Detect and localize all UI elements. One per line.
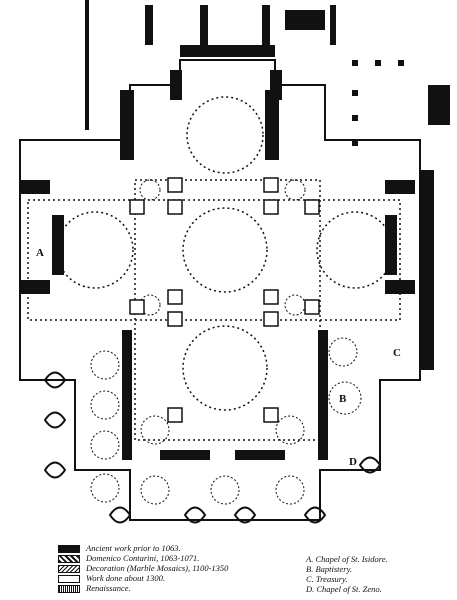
cloister-pillar — [352, 115, 358, 121]
narthex-dome — [90, 390, 120, 420]
wall-block — [385, 280, 415, 294]
legend-label: Domenico Contarini, 1063-1071. — [86, 553, 200, 563]
pier — [167, 311, 183, 327]
tower-wall — [330, 5, 336, 45]
wall-block — [420, 170, 434, 370]
pier — [167, 177, 183, 193]
wall-block — [52, 215, 64, 275]
legend-label: Decoration (Marble Mosaics), 1100-1350 — [86, 563, 229, 573]
legend-row-ancient: Ancient work prior to 1063. — [58, 543, 298, 554]
pier — [304, 199, 320, 215]
wall-block — [20, 180, 50, 194]
stair-block — [285, 10, 325, 30]
legend-row-renaissance: Renaissance. — [58, 583, 298, 594]
wall-block — [122, 330, 132, 460]
facade-ornament — [43, 411, 67, 429]
legend-row-decoration: Decoration (Marble Mosaics), 1100-1350 — [58, 563, 298, 574]
legend-swatch — [58, 545, 80, 553]
narthex-dome — [90, 350, 120, 380]
facade-ornament — [233, 506, 257, 524]
legend: Ancient work prior to 1063. Domenico Con… — [58, 543, 453, 598]
pier — [167, 407, 183, 423]
tower-wall — [85, 0, 89, 130]
dome-nave — [182, 325, 268, 411]
marker-c: C — [393, 347, 401, 359]
wall-block — [20, 280, 50, 294]
dome-apse — [186, 96, 264, 174]
wall-block — [265, 90, 279, 160]
facade-ornament — [108, 506, 132, 524]
narthex-dome — [275, 475, 305, 505]
cloister-pillar — [352, 140, 358, 146]
wall-block — [385, 180, 415, 194]
legend-swatch — [58, 555, 80, 563]
tower-wall — [262, 5, 270, 45]
cloister-pillar — [352, 60, 358, 66]
cloister-pillar — [398, 60, 404, 66]
narthex-dome — [90, 473, 120, 503]
marker-b: B — [339, 393, 347, 405]
dome-left — [56, 211, 134, 289]
aisle-dome — [139, 294, 161, 316]
narthex-dome — [140, 475, 170, 505]
cloister-pillar — [375, 60, 381, 66]
key-d: D. Chapel of St. Zeno. — [306, 584, 382, 594]
facade-ornament — [183, 506, 207, 524]
wall-block — [385, 215, 397, 275]
transept-outline — [27, 199, 401, 321]
pier — [263, 407, 279, 423]
cloister-pillar — [352, 90, 358, 96]
wall-block — [270, 70, 282, 100]
legend-label: Renaissance. — [86, 583, 131, 593]
pier — [263, 311, 279, 327]
key-a: A. Chapel of St. Isidore. — [306, 554, 388, 564]
narthex-dome — [90, 430, 120, 460]
wall-block — [160, 450, 210, 460]
outer-wall — [19, 59, 421, 521]
facade-ornament — [43, 371, 67, 389]
aisle-dome — [284, 294, 306, 316]
legend-label: Work done about 1300. — [86, 573, 166, 583]
legend-label: Ancient work prior to 1063. — [86, 543, 181, 553]
stair-block — [428, 85, 450, 125]
dome-central — [182, 207, 268, 293]
baptistery-dome — [328, 381, 362, 415]
facade-ornament — [358, 456, 382, 474]
tower-wall — [200, 5, 208, 45]
facade-ornament — [43, 461, 67, 479]
aisle-dome — [139, 179, 161, 201]
marker-d: D — [349, 456, 357, 468]
legend-swatch — [58, 585, 80, 593]
pier — [167, 199, 183, 215]
wall-block — [120, 90, 134, 160]
pier — [263, 289, 279, 305]
pier — [129, 299, 145, 315]
aisle-dome — [284, 179, 306, 201]
wall-block — [235, 450, 285, 460]
pier — [129, 199, 145, 215]
pier — [263, 199, 279, 215]
narthex-dome — [210, 475, 240, 505]
legend-row-contarini: Domenico Contarini, 1063-1071. — [58, 553, 298, 564]
wall-block — [318, 330, 328, 460]
key-c: C. Treasury. — [306, 574, 348, 584]
tower-wall — [145, 5, 153, 45]
pier — [263, 177, 279, 193]
dome-right — [316, 211, 394, 289]
marker-a: A — [36, 247, 44, 259]
legend-swatch — [58, 565, 80, 573]
pier — [167, 289, 183, 305]
facade-ornament — [303, 506, 327, 524]
wall-block — [180, 45, 275, 57]
key-b: B. Baptistery. — [306, 564, 353, 574]
treasury-dome — [328, 337, 358, 367]
legend-swatch — [58, 575, 80, 583]
wall-block — [170, 70, 182, 100]
legend-row-1300: Work done about 1300. — [58, 573, 298, 584]
nave-outline — [134, 179, 321, 441]
narthex-dome — [275, 415, 305, 445]
pier — [304, 299, 320, 315]
narthex-dome — [140, 415, 170, 445]
